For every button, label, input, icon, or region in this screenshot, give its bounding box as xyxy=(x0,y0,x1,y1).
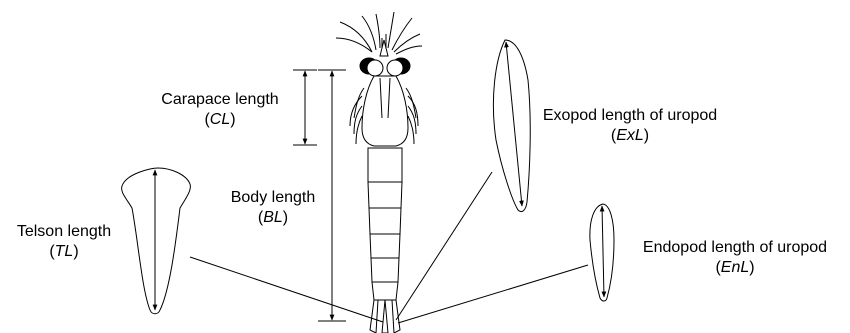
telson-detail xyxy=(122,168,191,314)
exopod-detail xyxy=(493,40,530,212)
telson-leader-line xyxy=(190,257,383,322)
body-length-label: Body length (BL) xyxy=(218,188,328,228)
telson-length-label: Telson length (TL) xyxy=(2,222,126,262)
exopod-length-label: Exopod length of uropod (ExL) xyxy=(532,106,728,146)
carapace-length-bracket xyxy=(293,70,317,145)
carapace-length-label: Carapace length (CL) xyxy=(146,90,294,130)
exopod-leader-line xyxy=(396,172,492,320)
shrimp-illustration xyxy=(336,12,422,333)
endopod-length-label: Endopod length of uropod (EnL) xyxy=(622,238,848,278)
endopod-detail xyxy=(590,204,614,301)
